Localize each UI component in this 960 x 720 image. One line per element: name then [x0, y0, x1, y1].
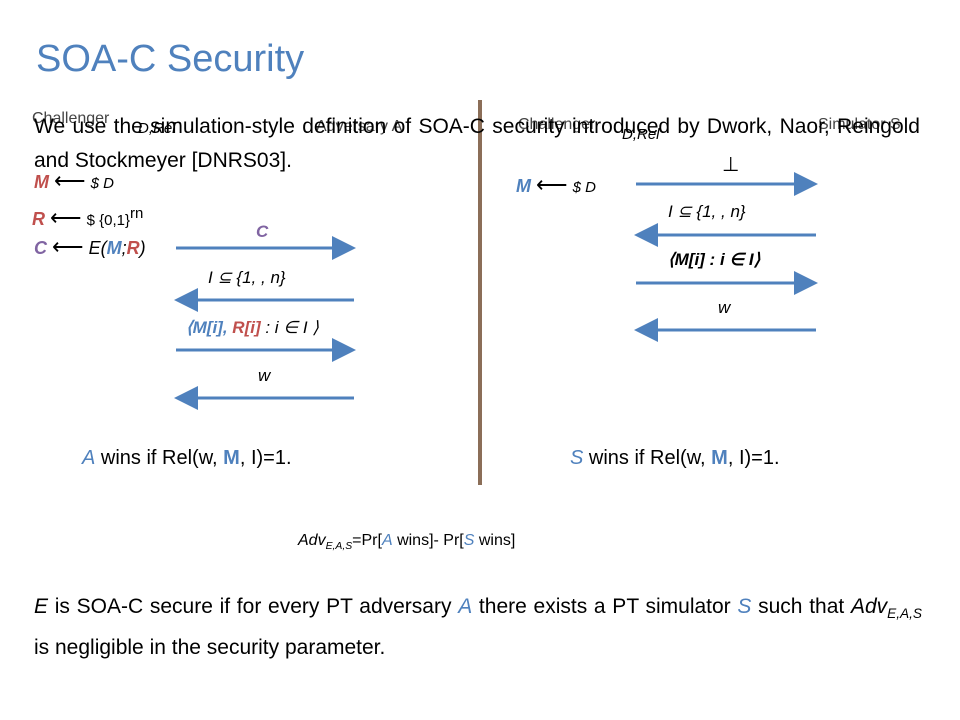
left-c-enc-m: M	[106, 238, 122, 258]
left-msg-open-r: R[i]	[232, 318, 261, 337]
left-r-source: $ {0,1}	[86, 212, 130, 229]
left-win-rest: wins if Rel(w,	[95, 447, 224, 469]
right-assign-m: M ⟵ $ D	[516, 174, 596, 197]
left-dist-sub: D,Rel	[138, 120, 176, 137]
left-win-tail: , I)=1.	[239, 447, 292, 469]
left-m-source: $ D	[90, 175, 114, 192]
right-msg-bot: ⊥	[722, 154, 740, 176]
left-c-enc-sep: ;	[121, 238, 127, 258]
concl-e: E	[34, 595, 49, 618]
right-win-condition: S wins if Rel(w, M, I)=1.	[570, 447, 780, 470]
right-challenger-label: Challenger	[518, 116, 596, 133]
conclusion-paragraph: E is SOA-C secure if for every PT advers…	[34, 590, 922, 665]
right-msg-open: ⟨M[i] : i ∈ I⟩	[668, 250, 761, 269]
right-win-tail: , I)=1.	[727, 447, 780, 469]
adv-end: wins]	[474, 532, 516, 549]
advantage-formula: AdvE,A,S=Pr[A wins]- Pr[S wins]	[298, 532, 515, 552]
concl-p3: such that	[751, 595, 851, 618]
left-msg-c: C	[256, 222, 269, 241]
adv-mid: wins]- Pr[	[392, 532, 464, 549]
adv-s: S	[463, 532, 475, 549]
left-win-a: A	[82, 447, 96, 469]
left-c-var: C	[34, 238, 47, 258]
adv-lhs-sub: E,A,S	[325, 541, 353, 553]
left-assign-r: R ⟵ $ {0,1}rn	[32, 205, 143, 230]
left-c-arrow-icon: ⟵	[52, 234, 84, 259]
left-win-condition: A wins if Rel(w, M, I)=1.	[82, 447, 292, 470]
left-challenger-label: Challenger	[32, 110, 110, 127]
left-r-arrow-icon: ⟵	[50, 205, 82, 230]
adv-a: A	[381, 532, 393, 549]
left-msg-open: ⟨M[i], R[i] : i ∈ I ⟩	[186, 318, 319, 338]
right-msg-w: w	[718, 298, 731, 317]
left-c-enc-r: R	[126, 238, 140, 258]
left-m-arrow-icon: ⟵	[54, 168, 86, 193]
right-win-s: S	[570, 447, 584, 469]
right-win-rest: wins if Rel(w,	[583, 447, 712, 469]
left-msg-open-rest: : i ∈ I ⟩	[260, 318, 319, 337]
left-win-m: M	[223, 447, 240, 469]
concl-a: A	[458, 595, 473, 618]
right-msg-i: I ⊆ {1, , n}	[668, 202, 746, 221]
left-msg-w: w	[258, 366, 271, 385]
adv-lhs: Adv	[298, 532, 326, 549]
right-m-arrow-icon: ⟵	[536, 172, 568, 197]
concl-p2: there exists a PT simulator	[472, 595, 738, 618]
left-msg-i: I ⊆ {1, , n}	[208, 268, 286, 287]
left-c-enc-e: E(	[88, 238, 107, 258]
concl-s: S	[737, 595, 752, 618]
concl-p4: is negligible in the security parameter.	[34, 636, 386, 660]
right-dist-sub: D,Rel	[622, 126, 660, 143]
right-m-source: $ D	[572, 179, 596, 196]
left-assign-m: M ⟵ $ D	[34, 170, 114, 193]
left-assign-c: C ⟵ E(M;R)	[34, 236, 146, 259]
left-msg-open-m: ⟨M[i],	[186, 318, 233, 337]
left-m-var: M	[34, 172, 49, 192]
left-r-var: R	[32, 209, 45, 229]
concl-adv: Adv	[850, 595, 888, 618]
slide-title: SOA-C Security	[36, 38, 305, 80]
left-c-enc-close: )	[139, 238, 146, 258]
concl-p1: is SOA-C secure if for every PT adversar…	[48, 595, 459, 618]
left-adversary-label: Adversary A	[316, 118, 403, 135]
right-win-m: M	[711, 447, 728, 469]
concl-adv-sub: E,A,S	[887, 606, 923, 622]
left-r-source-sup: rn	[129, 205, 144, 222]
right-simulator-label: Simulator S	[818, 116, 901, 133]
adv-eq: =Pr[	[352, 532, 382, 549]
right-m-var: M	[516, 176, 531, 196]
intro-paragraph: We use the simulation-style definition o…	[34, 115, 920, 172]
